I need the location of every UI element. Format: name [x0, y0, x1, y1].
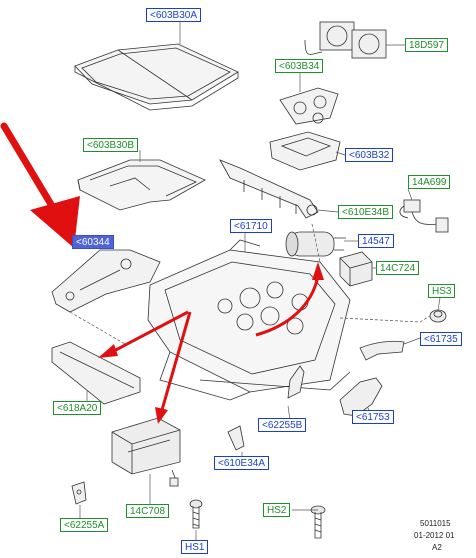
- label-hs2: HS2: [263, 503, 291, 517]
- label-610e34a: <610E34A: [214, 456, 269, 470]
- direction-arrow-down: [155, 311, 192, 424]
- label-61753: <61753: [352, 410, 394, 424]
- bushing-part: [429, 309, 447, 323]
- label-18d597: 18D597: [405, 38, 449, 52]
- motor-part: [285, 231, 346, 257]
- control-module-part: [339, 251, 373, 287]
- label-603b30a: <603B30A: [146, 8, 201, 22]
- label-610e34b: <610E34B: [338, 205, 393, 219]
- label-61710: <61710: [230, 219, 272, 233]
- label-62255a: <62255A: [60, 518, 109, 532]
- label-60344-highlighted: <60344: [72, 235, 114, 249]
- diagram-date: 01-2012 01: [414, 531, 455, 540]
- bolt-hs1-part: [189, 499, 203, 529]
- label-14c724: 14C724: [376, 261, 420, 275]
- recliner-lever-part: [359, 340, 405, 361]
- red-indicator-arrows: [0, 122, 324, 424]
- direction-arrow-up: [255, 262, 324, 337]
- label-14a699: 14A699: [408, 175, 451, 189]
- direction-arrow-left: [98, 310, 189, 358]
- connector-part: [169, 469, 179, 487]
- label-62255b: <62255B: [258, 418, 307, 432]
- callout-arrow: [0, 122, 80, 248]
- upper-rail-part: [219, 159, 319, 219]
- fan-mount-plate-part: [279, 87, 339, 125]
- diagram-revision: A2: [432, 543, 442, 552]
- side-cover-part: [339, 377, 383, 417]
- label-hs1: HS1: [181, 540, 209, 554]
- label-603b30b: <603B30B: [83, 138, 138, 152]
- label-14547: 14547: [358, 234, 394, 248]
- label-603b32: <603B32: [345, 148, 394, 162]
- label-hs3: HS3: [428, 284, 456, 298]
- bracket-b-part: [287, 365, 305, 399]
- seat-back-pad-part: [77, 159, 206, 211]
- clip-part: [71, 481, 87, 505]
- label-14c708: 14C708: [126, 504, 170, 518]
- label-603b34: <603B34: [275, 59, 324, 73]
- front-trim-part: [51, 341, 141, 405]
- side-bracket-part: [51, 249, 161, 313]
- leader-lines: [69, 22, 441, 540]
- seat-cushion-cover-part: [74, 43, 239, 111]
- label-61735: <61735: [420, 332, 462, 346]
- bolt-hs2-part: [310, 505, 326, 539]
- duct-tray-part: [269, 131, 341, 171]
- fan-assembly-part: [304, 21, 387, 59]
- seat-module-part: [111, 417, 181, 475]
- label-618a20: <618A20: [53, 401, 102, 415]
- wiring-connector-part: [399, 199, 449, 233]
- diagram-code: 5011015: [420, 519, 451, 528]
- bracket-a-part: [227, 425, 245, 451]
- seat-frame-part: [147, 239, 351, 401]
